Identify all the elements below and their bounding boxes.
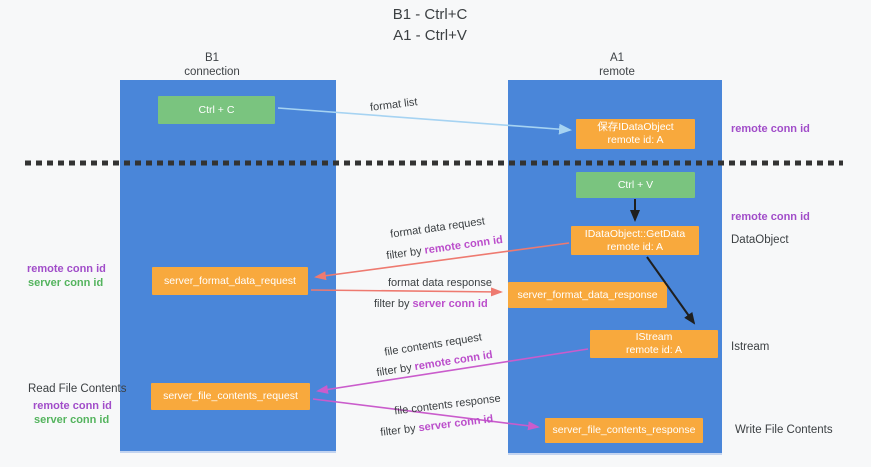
box-istream-line2: remote id: A bbox=[625, 344, 683, 356]
box-idataobject-getdata: IDataObject::GetData remote id: A bbox=[571, 226, 699, 255]
box-idataobject-getdata-line1: IDataObject::GetData bbox=[584, 227, 686, 240]
lane-left-header: B1 connection bbox=[142, 51, 282, 79]
filter-by-prefix-1: filter by bbox=[385, 244, 426, 263]
label-remote-conn-id-2: remote conn id bbox=[33, 400, 112, 412]
filter-by-prefix-3: filter by bbox=[375, 361, 416, 380]
label-write-file-contents: Write File Contents bbox=[735, 424, 833, 436]
box-server-file-contents-response: server_file_contents_response bbox=[545, 418, 703, 443]
box-server-file-contents-request: server_file_contents_request bbox=[151, 383, 310, 410]
box-ctrl-v-label: Ctrl + V bbox=[617, 178, 654, 191]
box-istream: IStream remote id: A bbox=[590, 330, 718, 358]
box-server-format-data-response: server_format_data_response bbox=[508, 282, 667, 308]
lane-right-header: A1 remote bbox=[547, 51, 687, 79]
filter-by-prefix-2: filter by bbox=[374, 298, 413, 310]
label-format-data-response: format data response bbox=[388, 277, 492, 289]
lane-left-name: B1 bbox=[204, 52, 220, 64]
label-read-file-contents: Read File Contents bbox=[28, 383, 127, 395]
box-save-idataobject-line2: remote id: A bbox=[607, 134, 664, 146]
label-dataobject: DataObject bbox=[731, 234, 789, 246]
label-remote-conn-id-top: remote conn id bbox=[731, 123, 810, 135]
arrow-format-data-response bbox=[310, 287, 503, 297]
label-remote-conn-id-1: remote conn id bbox=[27, 263, 106, 275]
box-istream-line1: IStream bbox=[635, 331, 673, 343]
box-ctrl-c-label: Ctrl + C bbox=[198, 103, 235, 116]
box-idataobject-getdata-line2: remote id: A bbox=[606, 240, 664, 253]
lane-right-name: A1 bbox=[609, 52, 625, 64]
box-save-idataobject-line1: 保存IDataObject bbox=[597, 121, 674, 133]
diagram-title: B1 - Ctrl+C A1 - Ctrl+V bbox=[330, 4, 530, 46]
box-server-format-data-response-label: server_format_data_response bbox=[517, 288, 658, 301]
label-server-conn-id-1: server conn id bbox=[28, 277, 104, 289]
box-ctrl-v: Ctrl + V bbox=[576, 172, 695, 198]
diagram-title-line2: A1 - Ctrl+V bbox=[393, 27, 467, 44]
box-server-file-contents-response-label: server_file_contents_response bbox=[552, 424, 696, 436]
box-save-idataobject: 保存IDataObject remote id: A bbox=[576, 119, 695, 149]
label-istream: Istream bbox=[731, 341, 770, 353]
filter-by-prefix-4: filter by bbox=[379, 422, 420, 439]
diagram-title-line1: B1 - Ctrl+C bbox=[392, 6, 468, 23]
lane-right-role: remote bbox=[599, 66, 635, 78]
box-server-format-data-request-label: server_format_data_request bbox=[164, 274, 296, 287]
filter-by-highlight-4: server conn id bbox=[417, 413, 494, 435]
box-ctrl-c: Ctrl + C bbox=[158, 96, 275, 124]
box-server-file-contents-request-label: server_file_contents_request bbox=[163, 390, 298, 402]
lane-left-role: connection bbox=[184, 66, 240, 78]
label-format-list: format list bbox=[369, 96, 419, 114]
label-remote-conn-id-mid: remote conn id bbox=[731, 211, 810, 223]
label-server-conn-id-2: server conn id bbox=[34, 414, 110, 426]
filter-by-highlight-2: server conn id bbox=[412, 298, 488, 310]
filter-by-highlight-1: remote conn id bbox=[423, 233, 504, 257]
box-server-format-data-request: server_format_data_request bbox=[152, 267, 308, 295]
label-filter-by-server-1: filter by server conn id bbox=[374, 298, 488, 311]
